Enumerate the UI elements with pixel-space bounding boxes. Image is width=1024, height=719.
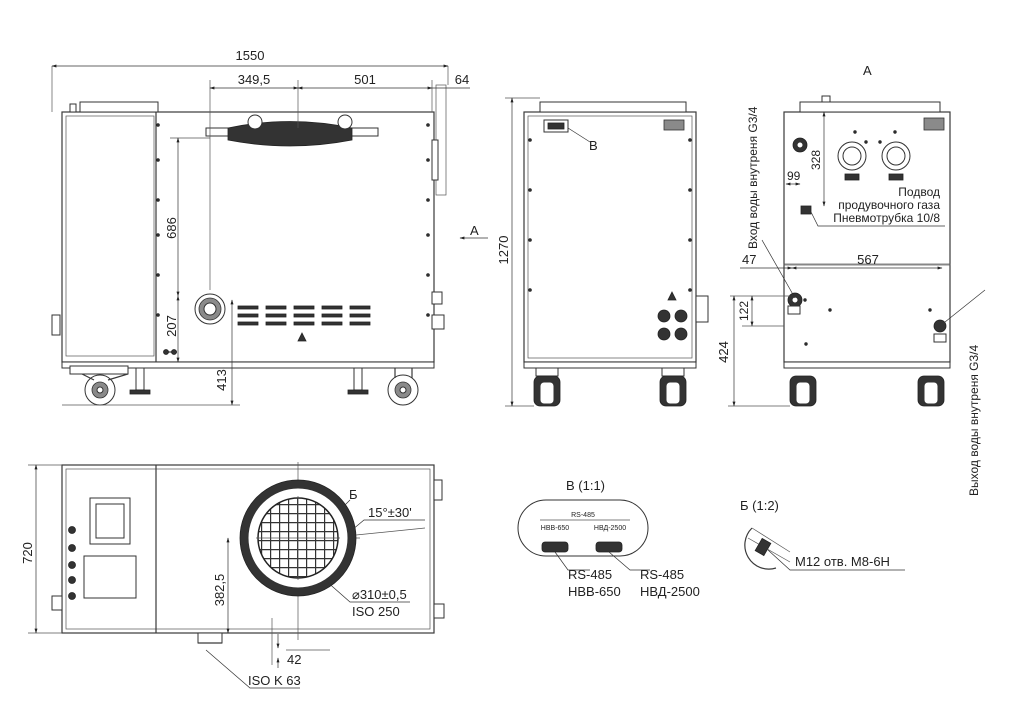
dim-front-height-label: 1270	[496, 236, 511, 265]
dim-floor-height-label: 413	[214, 369, 229, 391]
callout-left-1: RS-485	[568, 567, 612, 582]
warning-icon	[297, 332, 307, 342]
view-a-arrow-label: A	[470, 223, 479, 238]
detail-b-panel-top: RS-485	[571, 512, 595, 519]
callout-right-2: НВД-2500	[640, 584, 700, 599]
top-view: 720 382,5 42 ISO K 63 ⌀310±0,5 ISO 250 Б…	[20, 462, 445, 689]
iso-k63-label: ISO K 63	[248, 673, 301, 688]
angle-note-label: 15°±30'	[368, 505, 412, 520]
fan-cluster-icon	[657, 309, 688, 341]
dim-right-label: 64	[455, 72, 469, 87]
side-left-panel	[65, 115, 155, 357]
flange-standard-label: ISO 250	[352, 604, 400, 619]
dim-pump-span-label: 501	[354, 72, 376, 87]
detail-b-panel	[517, 499, 649, 557]
dim-outlet-label: 122	[737, 301, 751, 321]
control-panel	[83, 555, 137, 599]
warning-icon	[667, 291, 677, 301]
dim-rear-left-label: 47	[742, 252, 756, 267]
dim-port-height-label: 207	[164, 315, 179, 337]
vent-grille	[237, 305, 371, 326]
top-housing	[61, 464, 435, 634]
db9-connector-icon	[541, 541, 623, 553]
detail-b-panel-right: НВД-2500	[594, 525, 626, 532]
side-top-cover	[79, 101, 159, 113]
detail-b: В (1:1) RS-485 НВВ-650 НВД-2500 RS-485 Н…	[517, 478, 700, 599]
callout-left-2: НВВ-650	[568, 584, 621, 599]
rear-view: A 328 99 Подвод продувоч	[716, 63, 986, 496]
caster-wheel-icon	[659, 367, 687, 407]
iso-flange-icon	[239, 479, 357, 597]
gas-supply-line-3: Пневмотрубка 10/8	[833, 211, 940, 225]
detail-v-callout: М12 отв. М8-6Н	[795, 554, 890, 569]
dim-rear-top-label: 328	[809, 150, 823, 170]
caster-wheel-icon	[69, 365, 129, 406]
detail-b-title: В (1:1)	[566, 478, 605, 493]
coolant-port-icon	[837, 141, 911, 181]
dim-flange-offset-label: 382,5	[212, 574, 227, 607]
side-port-icon	[194, 293, 226, 325]
front-view: В 1270	[496, 97, 709, 407]
dim-rear-span-label: 567	[857, 252, 879, 267]
caster-wheel-icon	[789, 375, 945, 407]
detail-v: Б (1:2) М12 отв. М8-6Н	[740, 498, 905, 571]
rear-housing	[783, 111, 951, 363]
gas-supply-line-1: Подвод	[898, 185, 940, 199]
water-outlet-label: Выход воды внутреня G3/4	[967, 345, 981, 496]
side-dimensions: 1550 349,5 501 64 686 207 413 A	[51, 48, 479, 406]
leveling-foot-icon	[129, 367, 369, 395]
callout-right-1: RS-485	[640, 567, 684, 582]
flange-diameter-label: ⌀310±0,5	[352, 587, 407, 602]
dim-rear-small-label: 99	[787, 169, 801, 183]
gas-supply-line-2: продувочного газа	[838, 198, 940, 212]
dim-depth-label: 720	[20, 542, 35, 564]
dim-handle-height-label: 686	[164, 217, 179, 239]
side-view	[51, 84, 488, 406]
dim-width-label: 1550	[236, 48, 265, 63]
handle-icon	[205, 114, 379, 147]
detail-b-panel-left: НВВ-650	[541, 525, 570, 532]
dim-pump-offset-label: 349,5	[238, 72, 271, 87]
dim-rear-floor-label: 424	[716, 341, 731, 363]
detail-b-ref-label: В	[589, 138, 598, 153]
caster-wheel-icon	[387, 368, 419, 406]
front-housing	[523, 111, 697, 363]
water-inlet-label: Вход воды внутреня G3/4	[746, 106, 760, 249]
top-connector-icon	[68, 526, 76, 600]
detail-v-ref-label: Б	[349, 487, 358, 502]
caster-wheel-icon	[533, 367, 561, 407]
dim-iso-offset-label: 42	[287, 652, 301, 667]
view-a-title: A	[863, 63, 872, 78]
detail-v-title: Б (1:2)	[740, 498, 779, 513]
